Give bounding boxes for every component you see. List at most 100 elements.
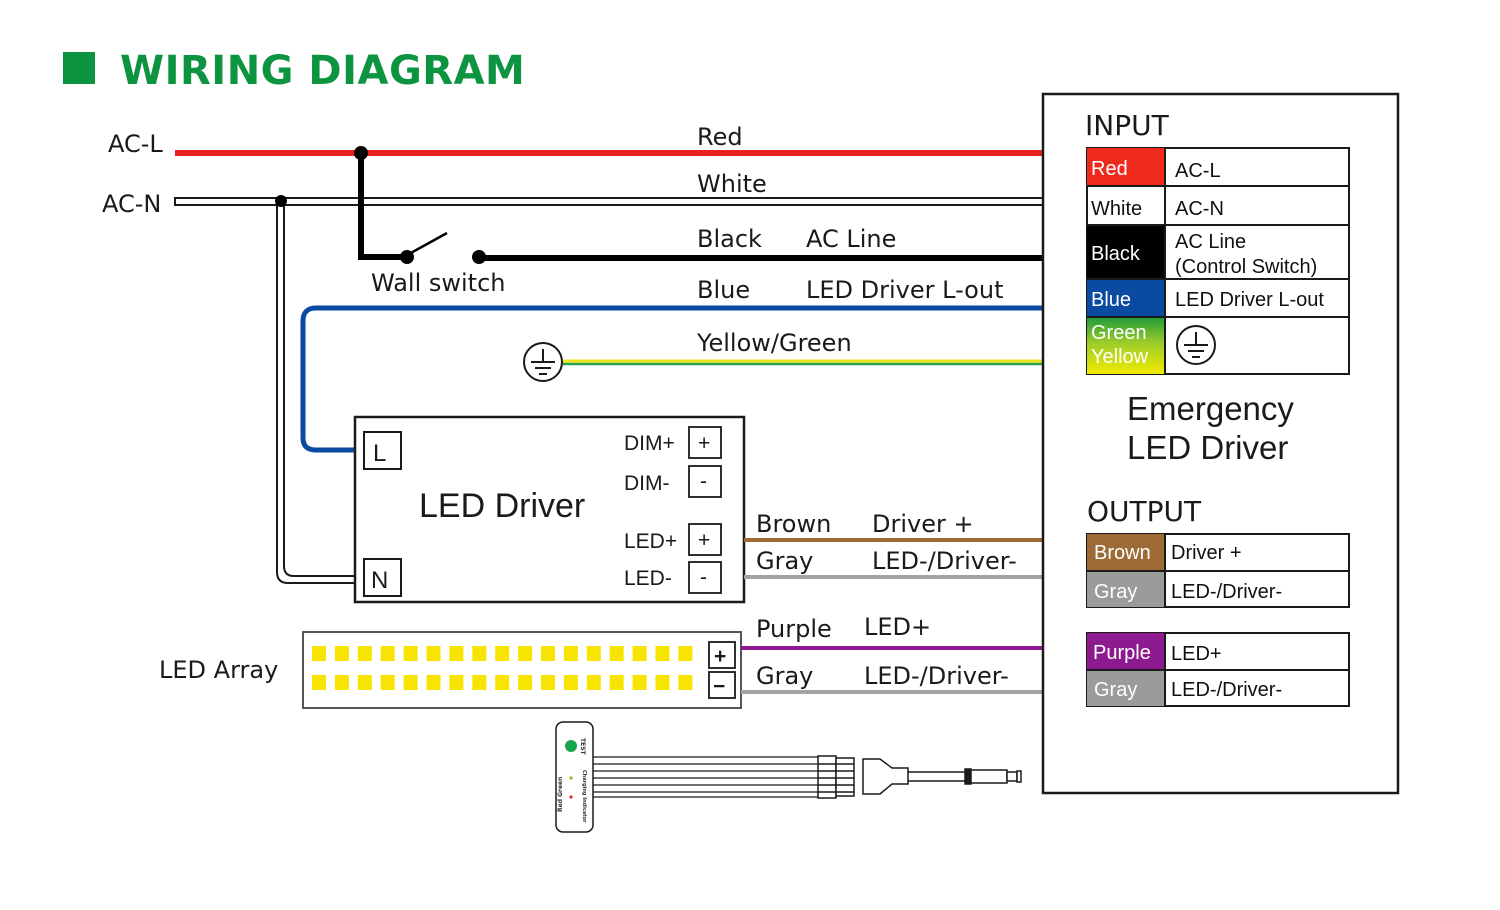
- dim-minus-symbol: -: [700, 470, 707, 493]
- test-label: TEST: [579, 738, 586, 756]
- gray-driver-wire-function: LED-/Driver-: [872, 547, 1017, 575]
- emergency-title-line2: LED Driver: [1127, 429, 1288, 466]
- brown-wire-label: Brown: [756, 510, 831, 538]
- input-row-black-swatch: [1087, 225, 1165, 279]
- red-indicator-dot: [569, 795, 573, 799]
- input-row-white-function: AC-N: [1175, 198, 1224, 220]
- led-chip: [632, 646, 647, 661]
- led-chip: [426, 646, 441, 661]
- ground-icon: [523, 342, 563, 382]
- led-array-plus-terminal[interactable]: [708, 641, 736, 669]
- led-plus-label: LED+: [624, 530, 677, 553]
- output-row-brown-color: Brown: [1094, 542, 1151, 564]
- emergency-driver-box: [1041, 92, 1400, 795]
- red-wire-label: Red: [697, 123, 743, 151]
- wall-switch-label: Wall switch: [371, 269, 505, 297]
- terminal-l[interactable]: [363, 431, 402, 470]
- harness-connector-male: [817, 755, 855, 799]
- led-chip: [541, 646, 555, 661]
- led-chip: [678, 675, 693, 690]
- led-chip: [495, 646, 510, 661]
- input-row-blue-swatch: [1087, 279, 1165, 317]
- output-row-gray-swatch: [1087, 571, 1165, 607]
- output-row-purple-color: Purple: [1093, 642, 1151, 664]
- led-chip: [563, 646, 578, 661]
- led-array-minus-symbol: −: [713, 675, 725, 698]
- output-row-gray-function: LED-/Driver-: [1171, 581, 1282, 603]
- led-chip: [380, 646, 395, 661]
- led-chip: [472, 675, 487, 690]
- input-row-red-color: Red: [1091, 158, 1128, 180]
- green-indicator-dot: [569, 776, 573, 780]
- header-square-icon: [63, 52, 95, 84]
- input-row-ground-color-1: Green: [1091, 322, 1147, 344]
- switch-feed-wire: [358, 153, 407, 260]
- white-wire: [174, 197, 1043, 206]
- output-table-2: Purple LED+ Gray LED-/Driver-: [1086, 632, 1350, 707]
- dim-plus-label: DIM+: [624, 432, 675, 455]
- output-row-brown-function: Driver +: [1171, 542, 1242, 564]
- led-chip: [472, 646, 487, 661]
- dim-minus-terminal[interactable]: [688, 465, 722, 498]
- led-plus-terminal[interactable]: [688, 523, 722, 556]
- led-array-board: [302, 631, 742, 709]
- led-array-plus-symbol: +: [714, 645, 726, 668]
- blue-wire-function: LED Driver L-out: [806, 276, 1003, 304]
- led-minus-symbol: -: [700, 566, 707, 589]
- wall-switch-icon[interactable]: [400, 231, 486, 264]
- led-chip: [312, 675, 326, 690]
- yellow-green-wire-label: Yellow/Green: [696, 329, 852, 357]
- terminal-n[interactable]: [363, 558, 402, 597]
- input-row-red-swatch: [1087, 148, 1165, 186]
- white-wire-label: White: [697, 170, 767, 198]
- led-chip: [586, 646, 601, 661]
- led-chip: [678, 646, 693, 661]
- led-grid: [312, 646, 693, 690]
- led-chip: [312, 646, 326, 661]
- led-chip: [426, 675, 441, 690]
- input-row-black-color: Black: [1091, 243, 1141, 265]
- input-row-blue-color: Blue: [1091, 289, 1131, 311]
- purple-wire-function: LED+: [864, 613, 931, 641]
- terminal-n-label: N: [371, 567, 388, 594]
- led-chip: [380, 675, 395, 690]
- indicator-caption: Charging Indicator: [581, 770, 587, 823]
- led-minus-terminal[interactable]: [688, 561, 722, 594]
- led-plus-symbol: +: [698, 529, 710, 552]
- terminal-l-label: L: [373, 440, 386, 467]
- output-row-gray-color: Gray: [1094, 581, 1137, 603]
- page-title: WIRING DIAGRAM: [120, 48, 525, 94]
- emergency-title-line1: Emergency: [1127, 390, 1294, 427]
- led-chip: [403, 675, 418, 690]
- ground-icon: [1176, 325, 1216, 365]
- black-wire-function: AC Line: [806, 225, 896, 253]
- led-chip: [632, 675, 647, 690]
- ac-n-label: AC-N: [102, 190, 161, 218]
- dim-minus-label: DIM-: [624, 472, 670, 495]
- test-indicator-led: [565, 740, 577, 752]
- led-minus-label: LED-: [624, 567, 672, 590]
- led-array-minus-terminal[interactable]: [708, 671, 736, 699]
- dim-plus-symbol: +: [698, 432, 710, 455]
- line-junction-dot: [354, 146, 368, 160]
- input-row-black-function-1: AC Line: [1175, 231, 1246, 253]
- neutral-drop-wire: [276, 205, 355, 584]
- led-chip: [357, 675, 372, 690]
- test-switch[interactable]: TEST Red Green Charging Indicator: [555, 721, 594, 833]
- input-row-ground-swatch: [1087, 317, 1165, 374]
- led-chip: [586, 675, 601, 690]
- led-chip: [609, 646, 624, 661]
- input-row-white-color: White: [1091, 198, 1142, 220]
- input-table: Red AC-L White AC-N Black AC Line (Contr…: [1086, 147, 1350, 375]
- led-chip: [655, 675, 670, 690]
- led-chip: [334, 646, 349, 661]
- led-chip: [541, 675, 555, 690]
- gray-led-wire-label: Gray: [756, 662, 813, 690]
- output-row-brown-swatch: [1087, 534, 1165, 571]
- purple-wire-label: Purple: [756, 615, 832, 643]
- dim-plus-terminal[interactable]: [688, 426, 722, 459]
- led-chip: [563, 675, 578, 690]
- input-row-black-function-2: (Control Switch): [1175, 256, 1317, 278]
- harness-connector-female: [862, 758, 1022, 795]
